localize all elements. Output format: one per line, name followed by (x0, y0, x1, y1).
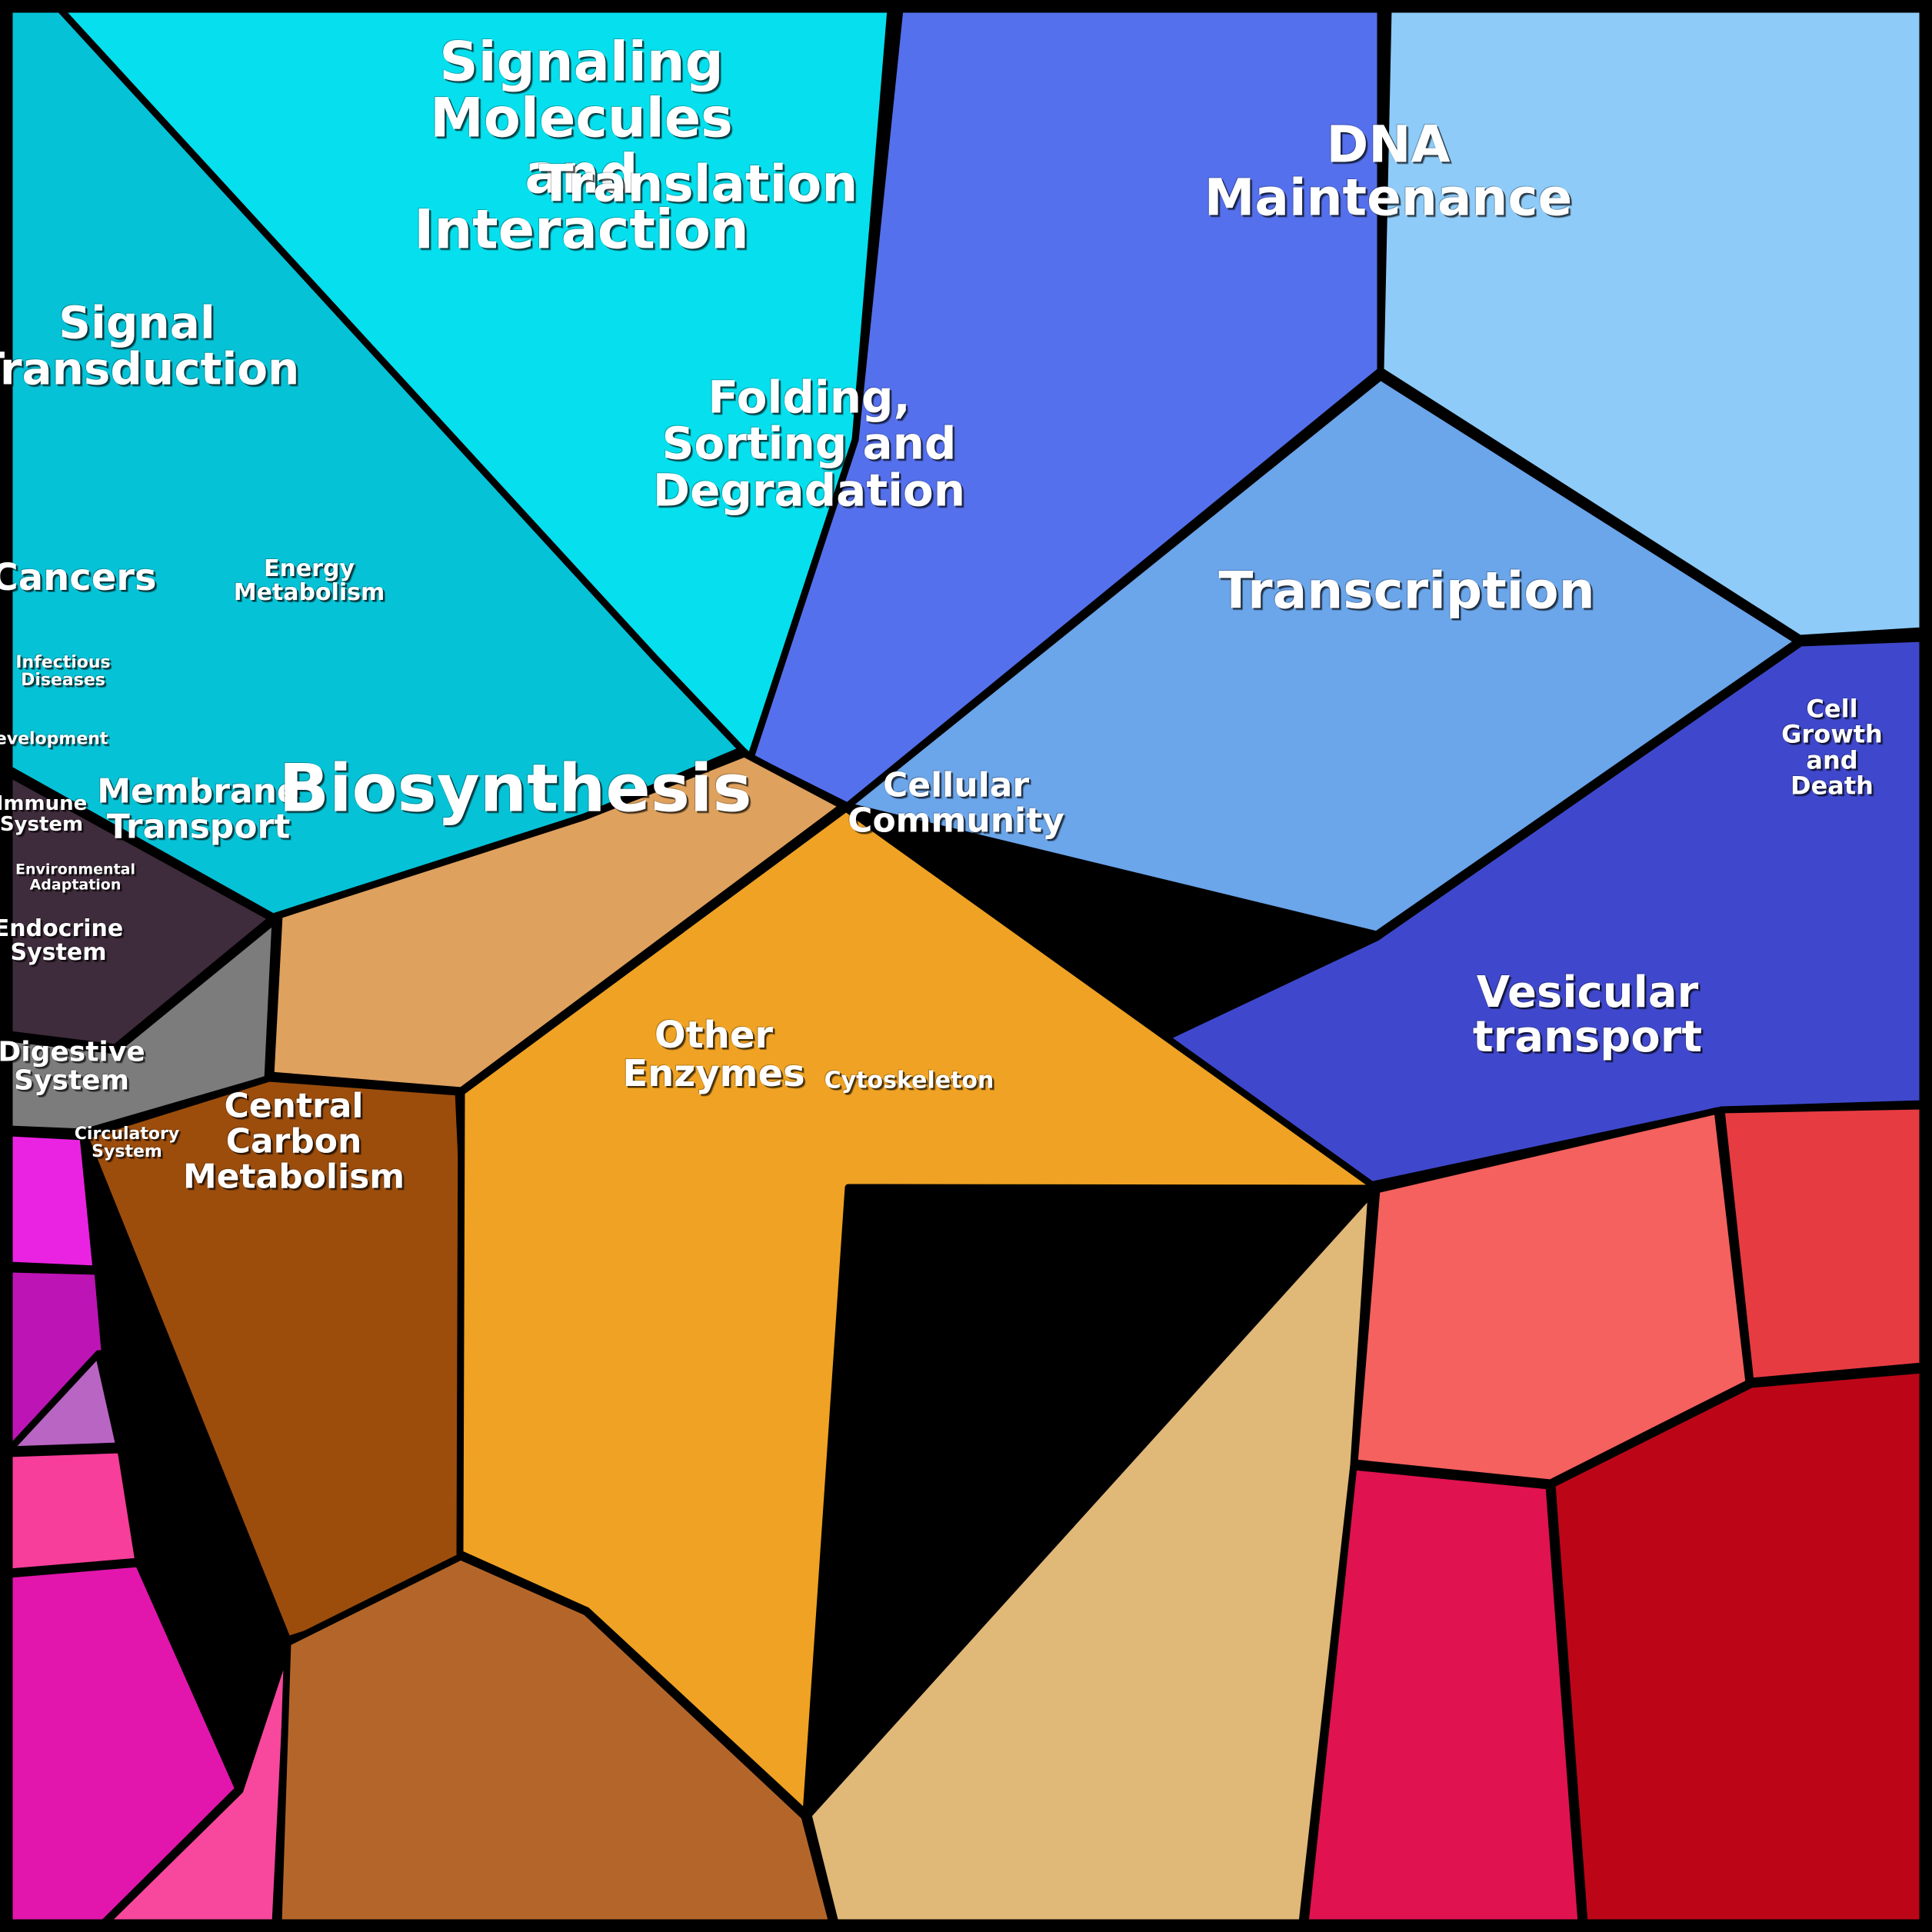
voronoi-cell-development[interactable] (5, 1129, 100, 1273)
voronoi-cell-dna-maintenance[interactable] (1377, 5, 1927, 642)
voronoi-cell-layer (5, 5, 1927, 1927)
voronoi-cell-cell-growth-and-death[interactable] (1717, 1102, 1927, 1385)
voronoi-cell-vesicular-transport[interactable] (1548, 1366, 1927, 1927)
voronoi-cell-endocrine-system[interactable] (5, 1446, 142, 1576)
voronoi-cell-cytoskeleton[interactable] (1301, 1463, 1585, 1927)
voronoi-cell-environmental-adaptation-shape[interactable] (5, 1350, 123, 1454)
